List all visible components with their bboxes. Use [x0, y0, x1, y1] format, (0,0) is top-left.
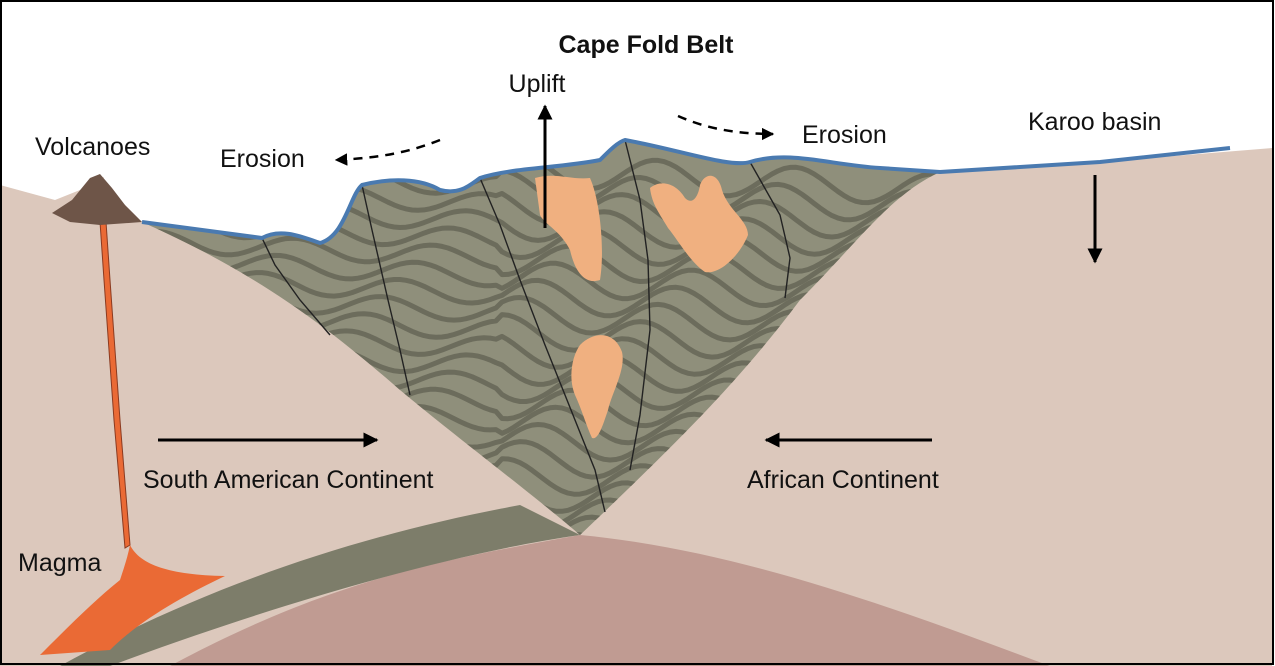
magma-label: Magma — [18, 549, 101, 577]
diagram-title: Cape Fold Belt — [558, 31, 734, 59]
erosion-right-label: Erosion — [802, 121, 887, 149]
fault-4 — [624, 139, 651, 471]
fault-2 — [361, 184, 411, 396]
south-american-continent-label: South American Continent — [143, 466, 434, 494]
erosion-left-arrow-icon — [334, 138, 441, 166]
granite-pluton-2 — [650, 175, 748, 273]
surface-sediment-layer — [141, 138, 1231, 245]
mantle — [170, 535, 1050, 666]
subducting-slab — [60, 505, 580, 666]
fold-line — [142, 246, 940, 315]
fault-3 — [479, 177, 606, 513]
fold-line — [142, 228, 940, 298]
african-continent-label: African Continent — [747, 466, 939, 494]
volcano — [52, 174, 142, 225]
granite-pluton-3 — [571, 335, 623, 439]
karoo-basin-label: Karoo basin — [1028, 108, 1161, 136]
granite-pluton-1 — [535, 175, 602, 282]
magma-chamber — [40, 545, 225, 655]
volcanoes-label: Volcanoes — [35, 133, 150, 161]
erosion-left-label: Erosion — [220, 145, 305, 173]
erosion-right-arrow-icon — [677, 114, 775, 141]
fault-1 — [261, 237, 331, 336]
uplift-label: Uplift — [509, 70, 566, 98]
fault-5 — [749, 161, 791, 299]
